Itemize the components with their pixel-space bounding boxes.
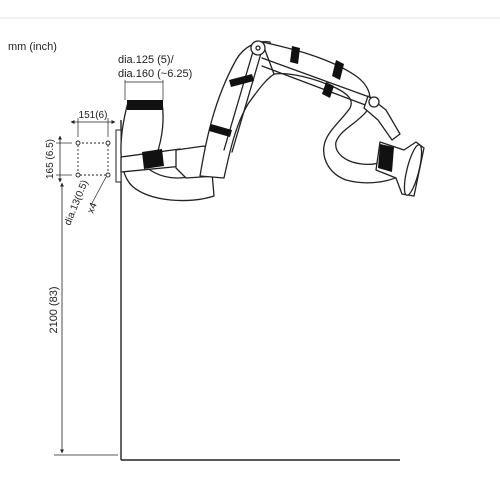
hole-diameter-label: dia.13(0.5)	[63, 179, 91, 227]
end-pivot	[368, 96, 380, 108]
bracket-hole-pattern	[75, 140, 111, 178]
link-rod-lower	[261, 65, 369, 107]
hole-top-left	[75, 140, 81, 146]
hose-diameter-label-2: dia.160 (~6.25)	[118, 68, 192, 80]
link-rod-vertical-2	[231, 49, 263, 153]
band-support	[142, 149, 164, 169]
bracket-width-dimension	[70, 118, 116, 137]
band-upper-1	[290, 46, 300, 64]
bracket-height-label: 165 (6.5)	[45, 139, 56, 179]
link-rod-upper	[261, 57, 373, 99]
hole-leader-line	[90, 176, 107, 206]
hose-diameter-label-1: dia.125 (5)/	[118, 54, 175, 66]
top-pivot-center	[255, 45, 261, 51]
hole-bottom-left	[75, 172, 81, 178]
band-upright-high	[229, 74, 254, 87]
hole-count-label: x4	[86, 201, 100, 215]
hole-bottom-right	[105, 172, 111, 178]
units-label: mm (inch)	[8, 41, 57, 53]
band-upper-2	[332, 60, 344, 80]
hose-bands	[127, 46, 394, 172]
hole-top-right	[105, 140, 111, 146]
band-upright-low	[209, 124, 232, 137]
bracket-width-label: 151(6)	[79, 110, 108, 121]
band-hood	[378, 144, 394, 172]
wall-plate	[115, 129, 122, 183]
mount-height-label: 2100 (83)	[48, 286, 60, 333]
hose-upright	[199, 40, 279, 179]
band-upper-3	[322, 82, 334, 98]
bracket-height-dimension	[56, 135, 72, 183]
hood-opening	[403, 144, 423, 196]
band-top-cuff	[127, 100, 163, 110]
mount-height-dimension	[54, 182, 118, 456]
